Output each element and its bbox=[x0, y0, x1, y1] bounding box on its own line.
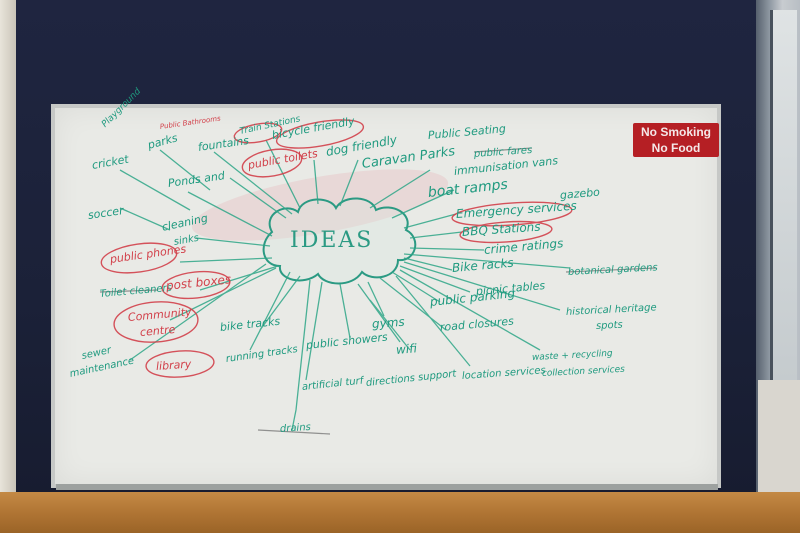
idea-note-17: drains bbox=[279, 421, 312, 435]
whiteboard bbox=[51, 104, 721, 488]
circled-idea-note-6: library bbox=[155, 357, 192, 373]
side-wall bbox=[758, 380, 800, 500]
idea-note-36: spots bbox=[595, 319, 624, 332]
idea-note-25: gazebo bbox=[559, 185, 601, 202]
idea-note-14: wifi bbox=[395, 341, 418, 357]
sign-line-2: No Food bbox=[651, 141, 701, 155]
center-idea-label: IDEAS bbox=[290, 228, 374, 253]
left-wall-edge bbox=[0, 0, 16, 500]
idea-note-13: gyms bbox=[371, 314, 406, 331]
whiteboard-tray bbox=[56, 484, 718, 490]
wooden-ledge bbox=[0, 492, 800, 533]
no-smoking-sign: No Smoking No Food bbox=[633, 123, 719, 157]
sign-line-1: No Smoking bbox=[640, 125, 711, 139]
window-glass bbox=[770, 10, 797, 380]
circled-idea-note-5: centre bbox=[139, 322, 176, 339]
